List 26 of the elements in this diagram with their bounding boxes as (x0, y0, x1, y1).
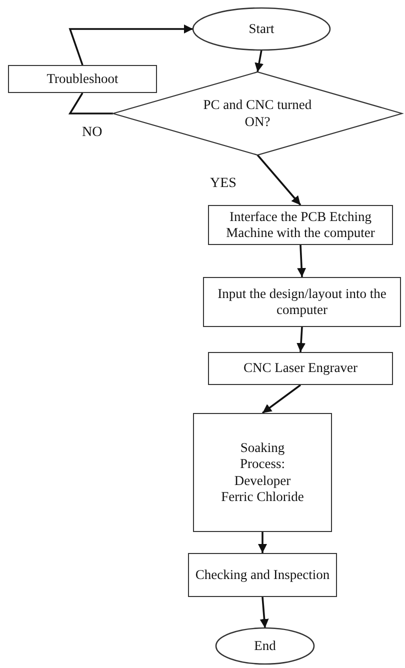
process-box (208, 205, 393, 245)
arrow (258, 532, 267, 553)
node-label: Soaking Process: Developer Ferric Chloride (220, 440, 305, 505)
connector-line (68, 92, 113, 114)
arrow (262, 384, 302, 414)
process-box (188, 553, 337, 597)
arrow (68, 24, 193, 66)
terminal-oval (216, 628, 314, 664)
process-box (193, 413, 332, 532)
terminal-oval (193, 8, 330, 50)
node-label: Checking and Inspection (194, 566, 331, 584)
node-label: Troubleshoot (46, 70, 120, 88)
node-label: CNC Laser Engraver (242, 360, 358, 377)
arrow (256, 154, 302, 206)
arrow (297, 244, 306, 278)
process-box (8, 65, 157, 93)
process-box (208, 352, 393, 385)
process-box (203, 277, 401, 327)
arrow (260, 596, 269, 628)
arrow (296, 326, 306, 352)
arrow (254, 50, 264, 72)
node-label: Interface the PCB Etching Machine with the computer (225, 208, 376, 242)
node-label: End (253, 638, 277, 654)
node-label: Start (248, 20, 276, 38)
node-label: PC and CNC turned ON? (202, 97, 313, 130)
node-label: Input the design/layout into the computer (216, 286, 388, 318)
